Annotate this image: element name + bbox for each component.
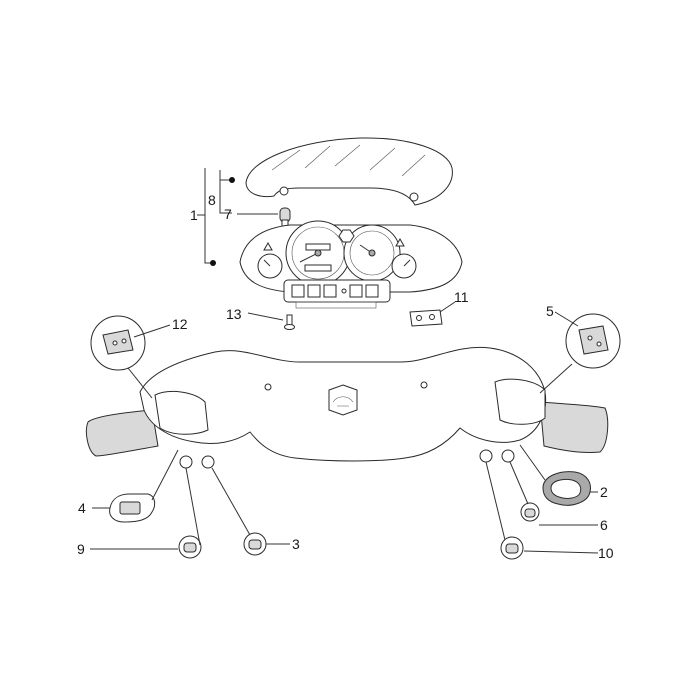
callout-3: 3 [292, 536, 300, 552]
right-switch-part [565, 313, 621, 369]
bulb-part [279, 207, 291, 227]
callout-7: 7 [224, 206, 232, 222]
callout-6: 6 [600, 517, 608, 533]
left-switch-part [90, 315, 146, 371]
callout-13: 13 [226, 306, 242, 322]
small-plate-part [409, 309, 443, 327]
callout-8: 8 [208, 192, 216, 208]
callout-12: 12 [172, 316, 188, 332]
callout-2: 2 [600, 484, 608, 500]
screw-part [284, 314, 295, 330]
instrument-cover-visor [245, 137, 453, 206]
instrument-cluster [239, 220, 463, 293]
bulb-10 [500, 536, 524, 560]
callout-5: 5 [546, 303, 554, 319]
bulb-6 [520, 502, 540, 522]
bulb-3 [243, 532, 267, 556]
callout-4: 4 [78, 500, 86, 516]
callout-10: 10 [598, 545, 614, 561]
callout-11: 11 [454, 289, 469, 305]
callout-9: 9 [77, 541, 85, 557]
horn-switch-part [109, 493, 156, 523]
handlebar-cover [85, 346, 609, 469]
warning-light-panel [283, 279, 391, 309]
callout-1: 1 [190, 207, 198, 223]
grip-end-part [542, 471, 591, 506]
bulb-9 [178, 535, 202, 559]
leader-lines [90, 168, 599, 554]
